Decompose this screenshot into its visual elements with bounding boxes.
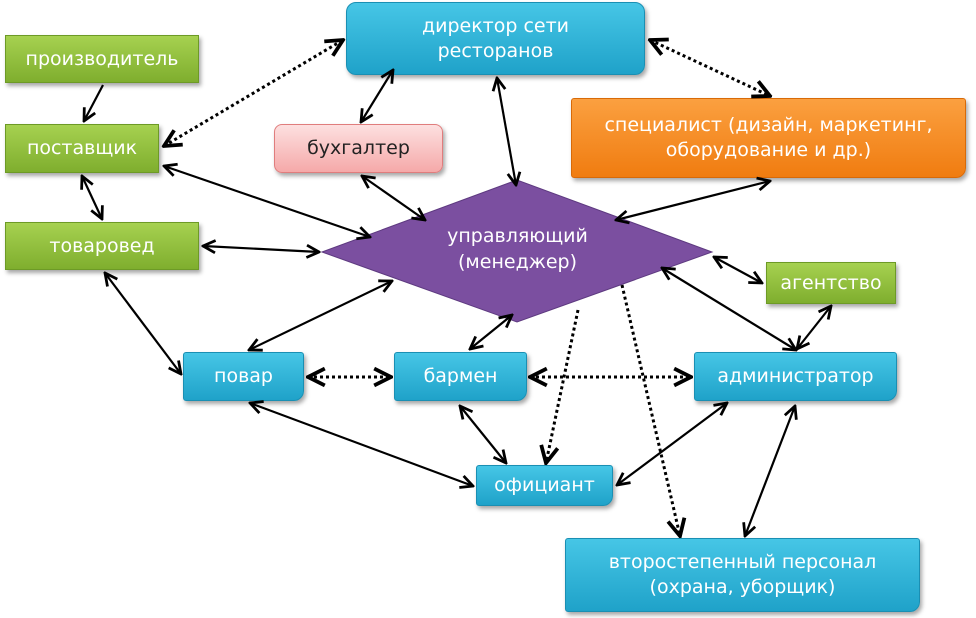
node-label: (менеджер) [458,251,577,273]
node-label: производитель [25,47,179,70]
node-label: специалист (дизайн, маркетинг, [604,114,933,137]
node-label: оборудование и др.) [665,139,872,161]
node-label: бармен [423,365,498,388]
node-waiter: официант [476,465,613,506]
node-label: директор сети [421,14,570,37]
node-administrator: администратор [694,352,897,401]
node-label: (охрана, уборщик) [649,576,836,598]
node-agency: агентство [766,262,896,304]
node-label: управляющий [447,225,588,248]
node-label: ресторанов [437,39,554,62]
node-producer: производитель [5,35,199,83]
node-supplier: поставщик [5,124,159,173]
node-label: официант [494,474,595,497]
node-merchandiser: товаровед [5,222,199,270]
node-manager: управляющий (менеджер) [400,215,635,285]
node-label: бухгалтер [307,137,410,160]
node-label: поставщик [26,137,138,160]
node-label: повар [214,365,273,388]
node-label: товаровед [49,234,155,257]
node-label: администратор [717,365,874,388]
node-label: второстепенный персонал [608,551,877,574]
node-accountant: бухгалтер [274,124,443,173]
node-label: агентство [780,271,882,294]
node-bartender: бармен [394,352,527,401]
node-staff: второстепенный персонал(охрана, уборщик) [565,538,920,612]
node-cook: повар [183,352,304,401]
manager-diamond [320,179,714,323]
node-specialist: специалист (дизайн, маркетинг,оборудован… [571,98,966,178]
